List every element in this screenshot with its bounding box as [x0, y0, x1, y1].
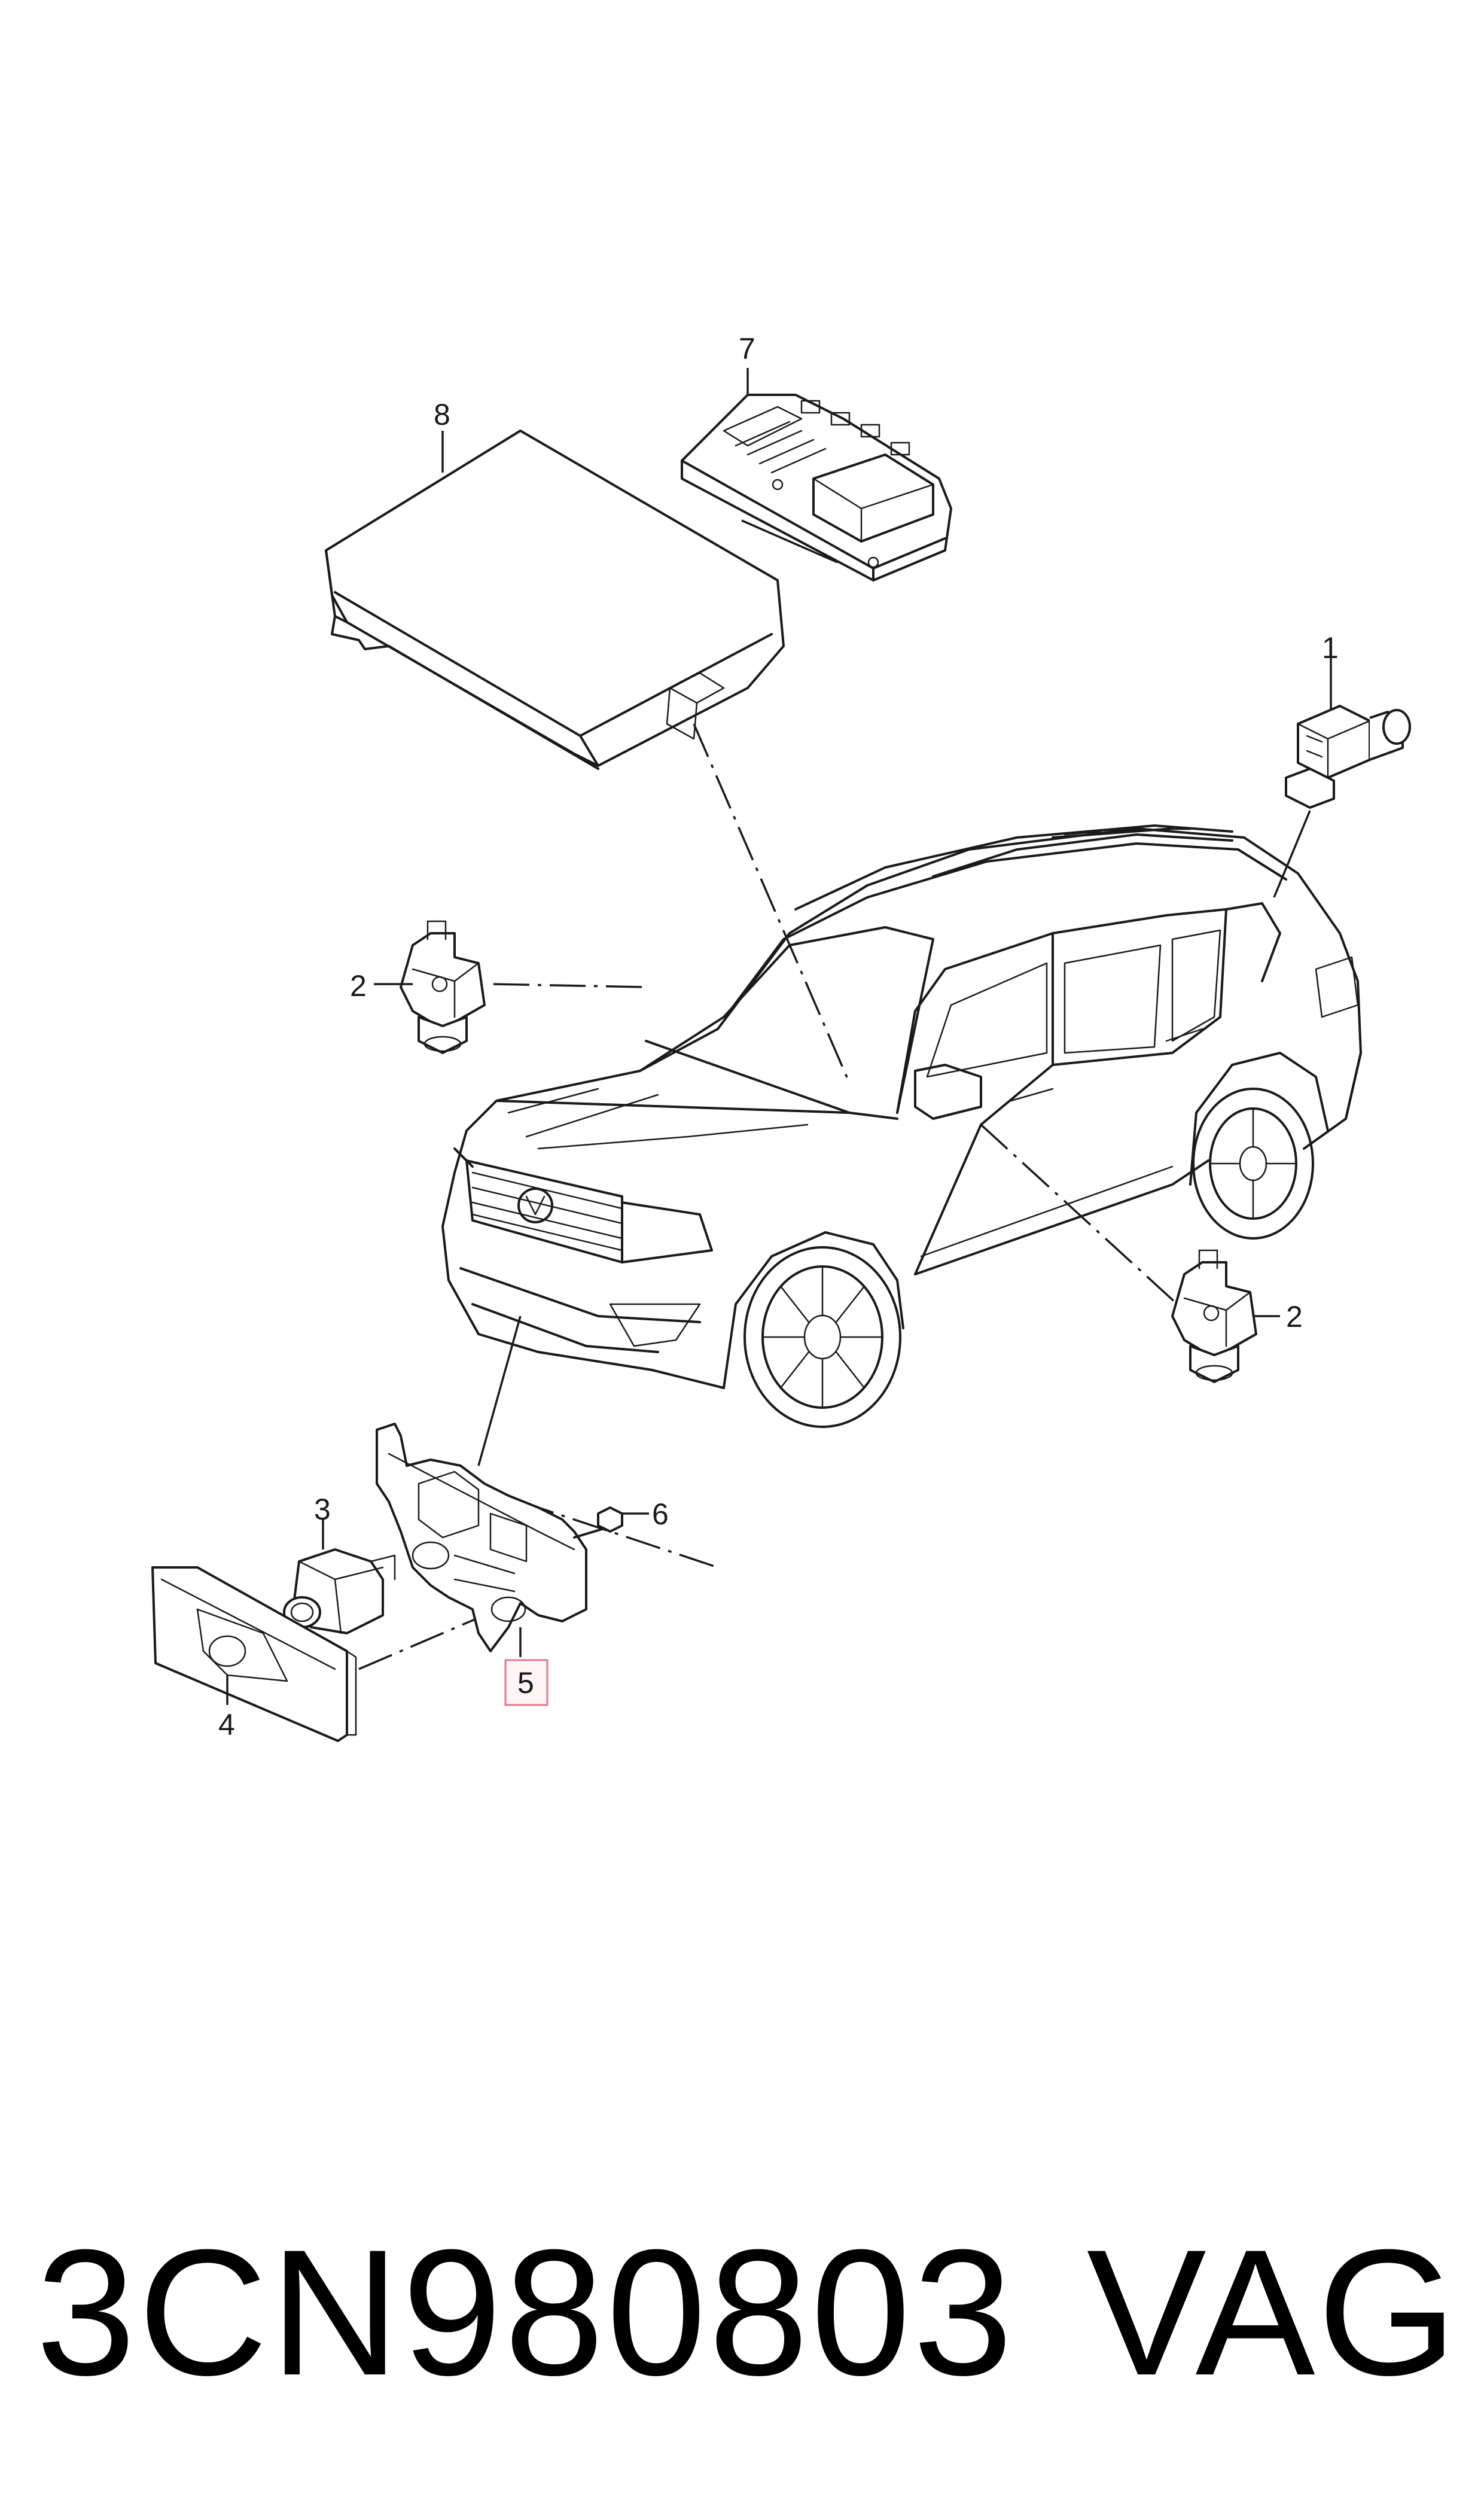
callout-2-lower: 2: [1286, 1300, 1303, 1333]
part-2-sensor-lower: [1171, 1249, 1257, 1383]
callout-2-upper: 2: [350, 969, 367, 1003]
callout-7: 7: [739, 332, 755, 366]
part-number: 3CN980803: [36, 2212, 1016, 2413]
part-7-electronic-module: [681, 394, 952, 581]
callout-5-highlight-box: [504, 1659, 548, 1706]
part-5-bracket: [376, 1423, 587, 1652]
part-2-sensor-upper: [400, 920, 486, 1054]
part-4-trim-panel: [151, 1566, 357, 1742]
part-6-screw: [573, 1506, 623, 1539]
part-8-control-unit-box: [325, 430, 785, 770]
vehicle-suv-outline: [441, 824, 1362, 1428]
callout-5: 5: [517, 1666, 534, 1700]
callout-3: 3: [314, 1493, 331, 1526]
footer: 3CN980803 VAG: [36, 2213, 1459, 2411]
brand-label: VAG: [1086, 2212, 1459, 2413]
part-3-camera-module: [283, 1548, 396, 1634]
callout-8: 8: [434, 398, 450, 431]
callout-6: 6: [652, 1497, 669, 1531]
part-1-camera: [1285, 705, 1411, 809]
callout-4: 4: [218, 1708, 235, 1741]
callout-1: 1: [1322, 631, 1339, 665]
